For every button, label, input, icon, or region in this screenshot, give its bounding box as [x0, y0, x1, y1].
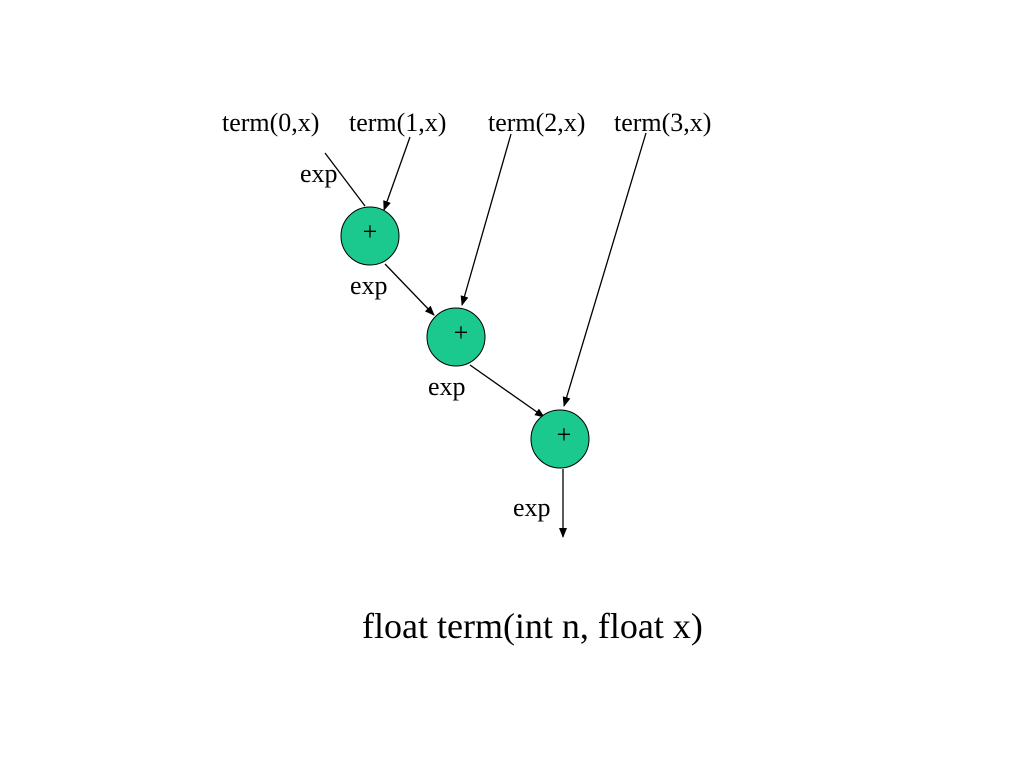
edge-sum1-to-sum2 — [384, 263, 435, 316]
adder-node-3: + — [530, 409, 590, 469]
adder-circle — [426, 307, 486, 367]
exp-label-input: exp — [300, 159, 338, 188]
adder-node-2: + — [426, 307, 486, 367]
exp-label-after-sum2: exp — [428, 372, 466, 401]
exp-label-output: exp — [513, 493, 551, 522]
term-label-3: term(3,x) — [614, 108, 711, 137]
edge-sum2-to-sum3 — [469, 364, 545, 418]
adder-node-1: + — [340, 206, 400, 266]
edge-term2-to-sum2 — [460, 133, 512, 306]
term-label-1: term(1,x) — [349, 108, 446, 137]
adder-circle — [530, 409, 590, 469]
exp-label-after-sum1: exp — [350, 271, 388, 300]
edge-term1-to-sum1 — [383, 136, 411, 211]
adder-circle — [340, 206, 400, 266]
plus-operator: + — [363, 217, 378, 246]
term-label-0: term(0,x) — [222, 108, 319, 137]
plus-operator: + — [454, 318, 469, 347]
plus-operator: + — [557, 420, 572, 449]
function-signature: float term(int n, float x) — [362, 606, 703, 646]
edge-term0-to-sum1 — [324, 152, 366, 207]
edge-term3-to-sum3 — [562, 132, 647, 407]
term-label-2: term(2,x) — [488, 108, 585, 137]
